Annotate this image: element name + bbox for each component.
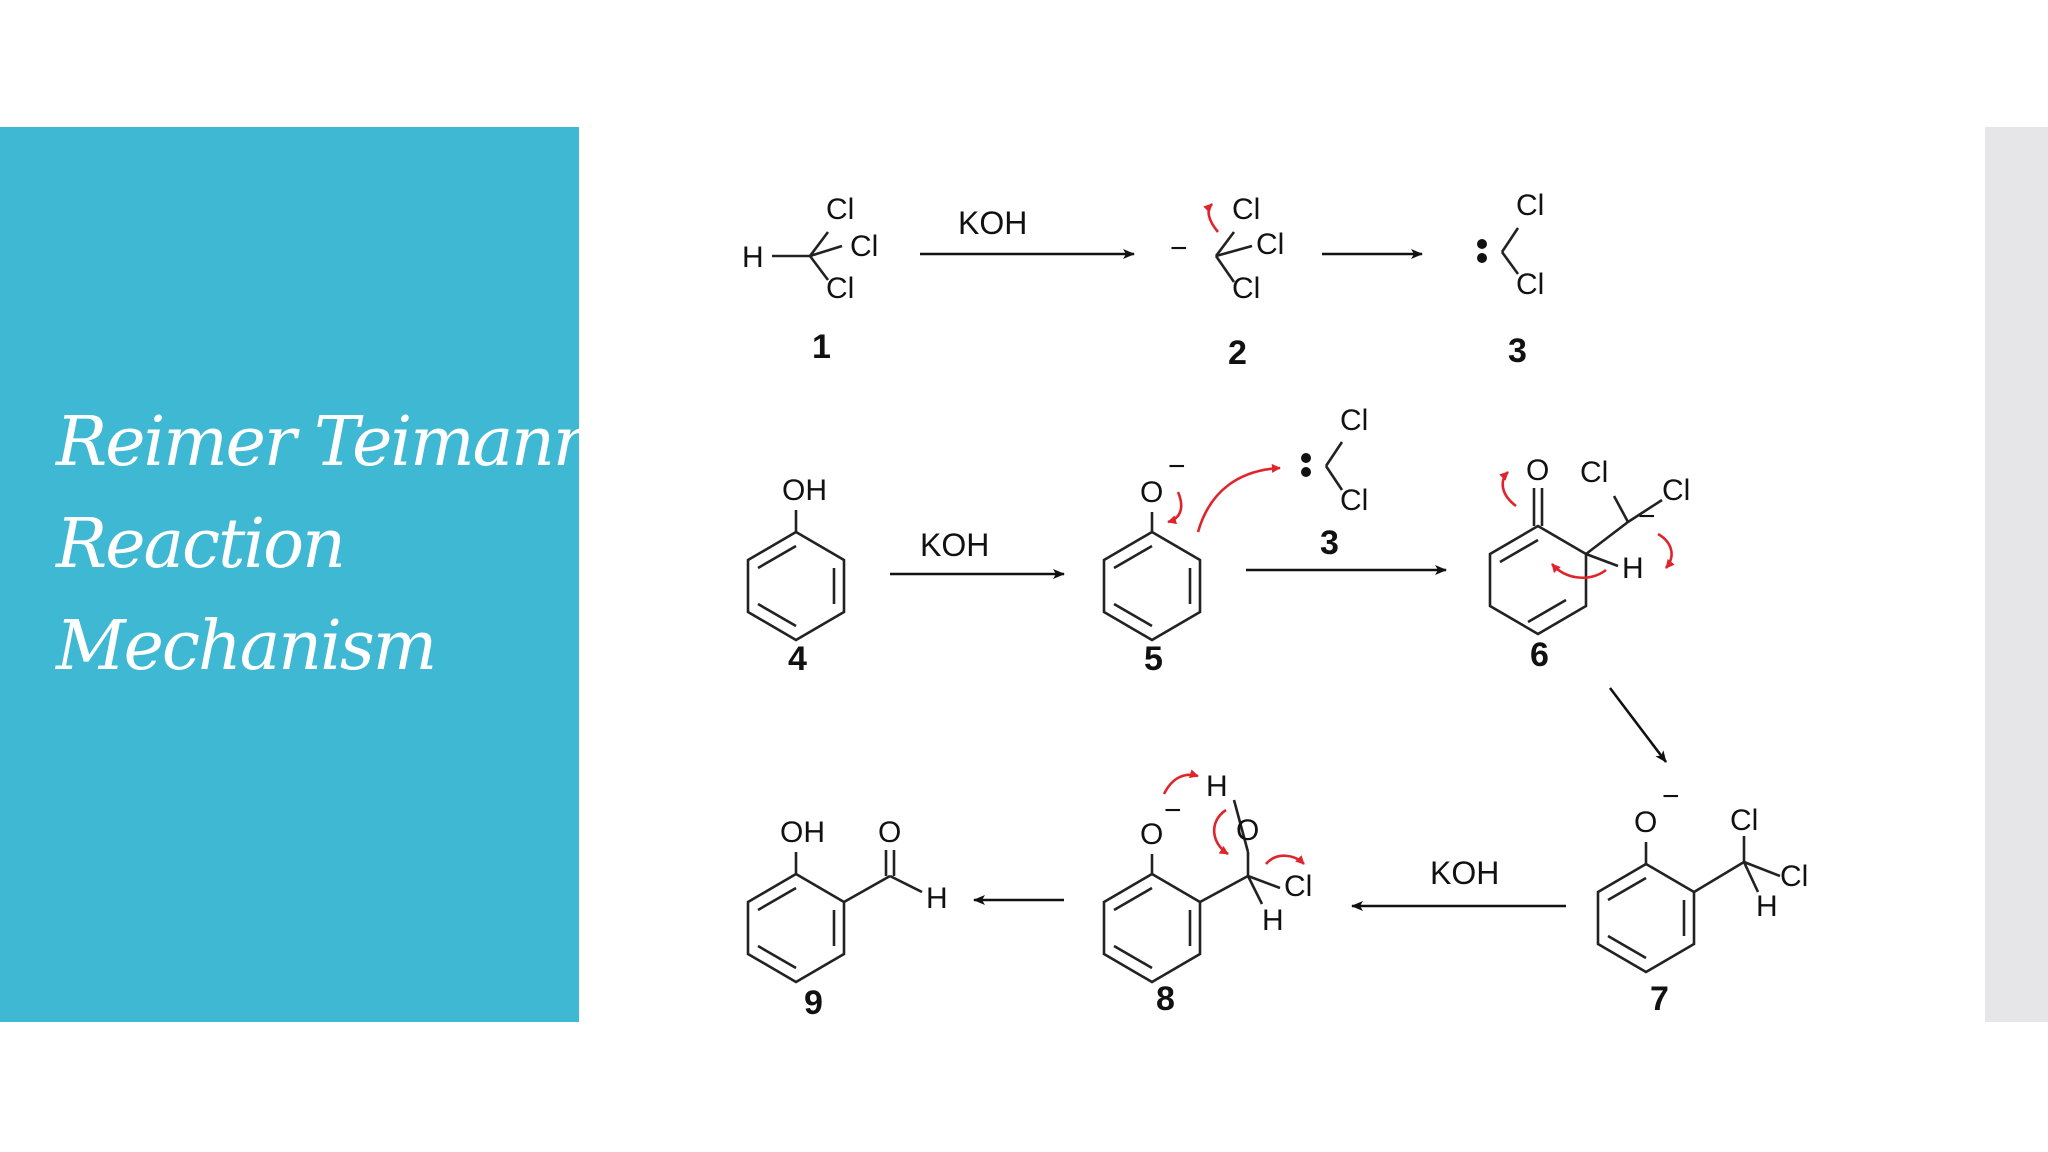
atom-h: H xyxy=(742,241,764,274)
charge-minus: − xyxy=(1662,780,1680,813)
electron-arrow xyxy=(1657,532,1675,569)
charge-minus: − xyxy=(1168,450,1186,483)
atom-cl: Cl xyxy=(826,193,854,226)
atom-cl: Cl xyxy=(1232,193,1260,226)
charge-minus: − xyxy=(1170,232,1188,265)
atom-cl: Cl xyxy=(1662,474,1690,507)
atom-h: H xyxy=(1206,770,1228,803)
atom-o: O xyxy=(1526,454,1549,487)
reaction-arrow xyxy=(1608,687,1668,763)
slide-title: Reimer Teimann Reaction Mechanism xyxy=(56,392,597,698)
electron-arrow xyxy=(1196,463,1281,533)
atom-cl: Cl xyxy=(1232,272,1260,305)
compound-number: 5 xyxy=(1144,640,1163,678)
compound-1: H Cl Cl Cl 1 xyxy=(742,193,878,366)
electron-arrow xyxy=(1551,563,1607,580)
compound-4: OH 4 xyxy=(746,474,846,678)
atom-oh: OH xyxy=(780,816,825,849)
atom-cl: Cl xyxy=(1340,484,1368,517)
compound-number: 4 xyxy=(788,640,807,678)
reagent-label: KOH xyxy=(920,527,989,563)
atom-h: H xyxy=(1756,890,1778,923)
compound-number: 3 xyxy=(1508,332,1527,370)
compound-5: O − 5 xyxy=(1102,450,1281,678)
atom-o: O xyxy=(1140,818,1163,851)
atom-oh: OH xyxy=(782,474,827,507)
atom-h: H xyxy=(1262,904,1284,937)
atom-o: O xyxy=(1140,476,1163,509)
side-strip xyxy=(1985,127,2048,1022)
electron-arrow xyxy=(1499,471,1517,508)
electron-arrow xyxy=(1167,491,1183,525)
reagent-label: KOH xyxy=(958,205,1027,241)
reaction-scheme: H Cl Cl Cl 1 KOH − Cl Cl Cl 2 Cl Cl 3 xyxy=(742,189,1808,1022)
title-line-3: Mechanism xyxy=(56,607,437,686)
atom-cl: Cl xyxy=(1730,804,1758,837)
atom-o: O xyxy=(1634,806,1657,839)
electron-arrow xyxy=(1203,203,1220,233)
atom-cl: Cl xyxy=(1780,860,1808,893)
atom-cl: Cl xyxy=(1580,456,1608,489)
compound-number: 3 xyxy=(1320,524,1339,562)
title-panel xyxy=(0,127,579,1022)
compound-number: 9 xyxy=(804,984,823,1022)
atom-o: O xyxy=(878,816,901,849)
electron-arrow xyxy=(1212,808,1229,856)
atom-h: H xyxy=(926,882,948,915)
compound-number: 6 xyxy=(1530,636,1549,674)
atom-cl: Cl xyxy=(1516,268,1544,301)
atom-o: O xyxy=(1236,814,1259,847)
compound-2: − Cl Cl Cl 2 xyxy=(1170,193,1284,372)
charge-minus: − xyxy=(1638,500,1656,533)
compound-3-reagent: Cl Cl 3 xyxy=(1301,404,1368,562)
atom-cl: Cl xyxy=(1284,870,1312,903)
compound-number: 7 xyxy=(1650,980,1669,1018)
title-line-1: Reimer Teimann xyxy=(56,403,597,482)
compound-number: 2 xyxy=(1228,334,1247,372)
compound-8: O − O H Cl H 8 xyxy=(1102,769,1312,1018)
compound-3: Cl Cl 3 xyxy=(1477,189,1544,370)
atom-cl: Cl xyxy=(850,230,878,263)
atom-cl: Cl xyxy=(1340,404,1368,437)
electron-arrow xyxy=(1162,769,1199,795)
atom-cl: Cl xyxy=(826,272,854,305)
compound-7: O − Cl Cl H 7 xyxy=(1596,780,1808,1018)
atom-h: H xyxy=(1622,552,1644,585)
electron-arrow xyxy=(1265,854,1305,865)
compound-number: 8 xyxy=(1156,980,1175,1018)
compound-6: O Cl Cl H − 6 xyxy=(1488,454,1690,674)
compound-number: 1 xyxy=(812,328,831,366)
atom-cl: Cl xyxy=(1516,189,1544,222)
compound-9: OH O H 9 xyxy=(746,816,948,1022)
charge-minus: − xyxy=(1164,794,1182,827)
title-line-2: Reaction xyxy=(56,505,346,584)
atom-cl: Cl xyxy=(1256,228,1284,261)
reagent-label: KOH xyxy=(1430,855,1499,891)
